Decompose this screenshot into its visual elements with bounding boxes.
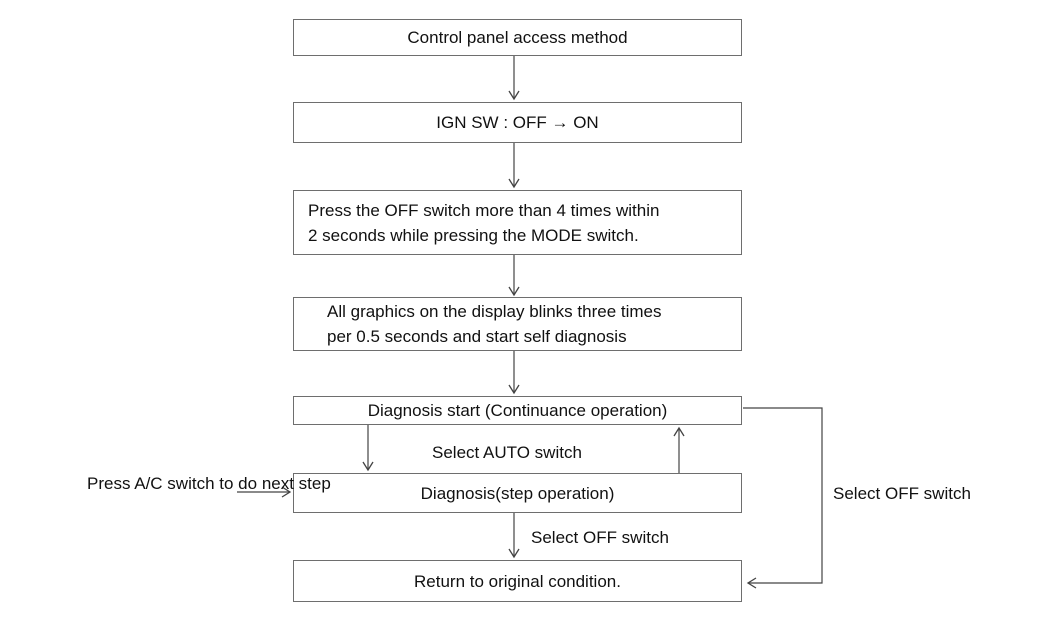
annotation-press-ac-switch: Press A/C switch to do next step — [87, 473, 331, 494]
node-label-line1: Press the OFF switch more than 4 times w… — [308, 200, 660, 220]
node-diagnosis-start: Diagnosis start (Continuance operation) — [293, 396, 742, 425]
node-label-line2: 2 seconds while pressing the MODE switch… — [308, 225, 639, 245]
node-ign-switch: IGN SW : OFF → ON — [293, 102, 742, 143]
node-label: Control panel access method — [407, 28, 628, 47]
node-return-original: Return to original condition. — [293, 560, 742, 602]
node-label-line2: per 0.5 seconds and start self diagnosis — [327, 327, 627, 346]
node-label: Return to original condition. — [414, 571, 621, 591]
node-control-panel-access: Control panel access method — [293, 19, 742, 56]
node-label: Diagnosis start (Continuance operation) — [367, 401, 668, 420]
node-label-line1: All graphics on the display blinks three… — [327, 302, 662, 321]
edge-label-select-off-bypass: Select OFF switch — [833, 484, 971, 503]
node-label: Diagnosis(step operation) — [420, 483, 615, 503]
annotation-line2: to do next step — [219, 474, 331, 493]
annotation-line1: Press A/C switch — [87, 474, 215, 493]
edge-label-select-off-step: Select OFF switch — [531, 528, 669, 547]
arrow-bypass-select-off — [743, 407, 823, 589]
edge-label-select-auto: Select AUTO switch — [432, 443, 582, 462]
node-press-off-switch: Press the OFF switch more than 4 times w… — [293, 190, 742, 255]
node-diagnosis-step: Diagnosis(step operation) — [293, 473, 742, 513]
node-graphics-blink: All graphics on the display blinks three… — [293, 297, 742, 351]
node-label: IGN SW : OFF → ON — [436, 113, 599, 132]
